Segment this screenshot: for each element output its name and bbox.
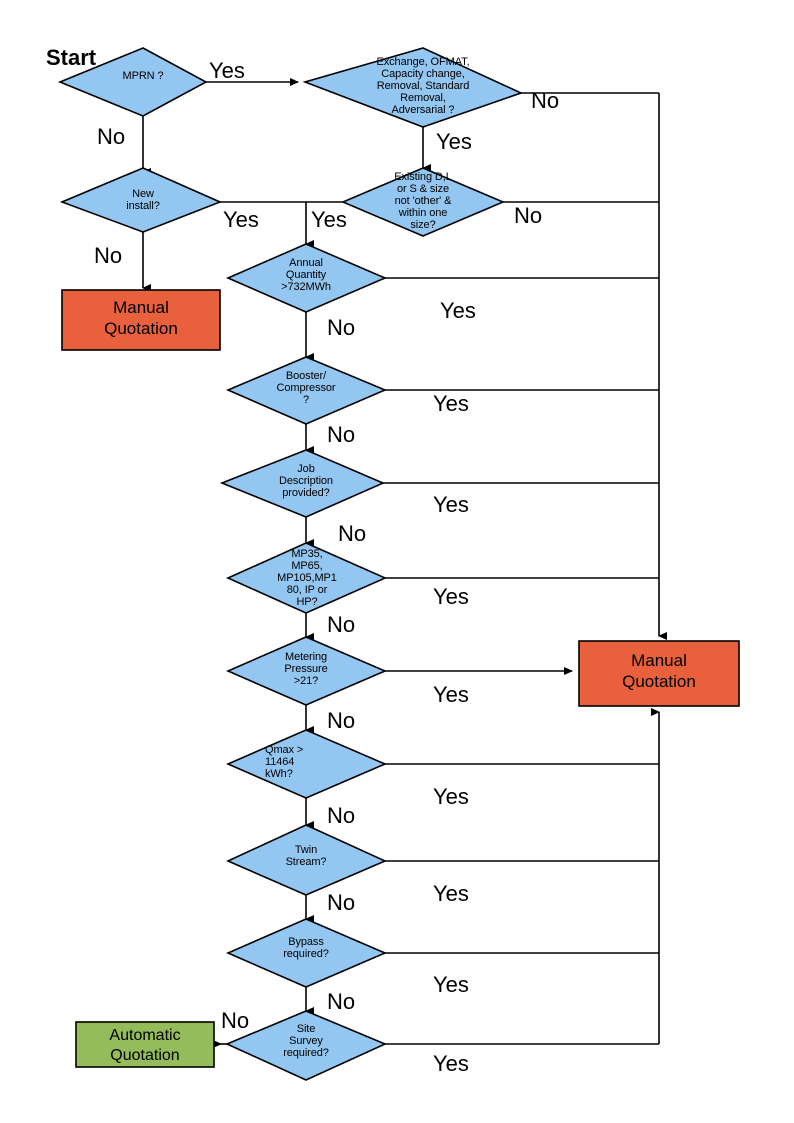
edge-label-metering-no: No — [327, 708, 356, 733]
edge-label-twin-yes: Yes — [433, 881, 469, 906]
edge-label-existing-yes: Yes — [311, 207, 347, 232]
edge-label-exchange-yes: Yes — [436, 129, 472, 154]
terminal-automatic-quotation[interactable] — [75, 1021, 215, 1068]
decision-booster-compressor[interactable] — [225, 356, 388, 425]
decision-existing-dls[interactable] — [340, 167, 506, 237]
terminal-manual-quotation-left[interactable] — [61, 289, 221, 351]
edge-label-site-no: No — [221, 1008, 250, 1033]
decision-exchange[interactable] — [302, 47, 524, 128]
decision-mp-class[interactable] — [226, 542, 387, 614]
terminal-manual-quotation-right[interactable] — [578, 640, 740, 707]
edge-label-qmax-no: No — [327, 803, 356, 828]
edge-label-booster-yes: Yes — [433, 391, 469, 416]
edge-label-site-yes: Yes — [433, 1051, 469, 1076]
edge-label-job-no: No — [338, 521, 367, 546]
edge-label-annual-no: No — [327, 315, 356, 340]
decision-qmax[interactable] — [225, 729, 388, 799]
edge-label-annual-yes: Yes — [440, 298, 476, 323]
decision-bypass-required[interactable] — [225, 918, 388, 988]
edge-label-bypass-yes: Yes — [433, 972, 469, 997]
decision-twin-stream[interactable] — [226, 824, 387, 896]
edge-label-metering-yes: Yes — [433, 682, 469, 707]
edge-label-mp-yes: Yes — [433, 584, 469, 609]
edge-label-qmax-yes: Yes — [433, 784, 469, 809]
edge-label-new-install-yes: Yes — [223, 207, 259, 232]
terminal-shapes — [61, 289, 740, 1068]
connector-group — [142, 78, 667, 1048]
edge-label-new-install-no: No — [94, 243, 123, 268]
decision-shapes — [57, 47, 524, 1081]
decision-new-install[interactable] — [59, 167, 223, 233]
edge-label-existing-no: No — [514, 203, 543, 228]
edge-label-job-yes: Yes — [433, 492, 469, 517]
decision-metering-pressure[interactable] — [225, 636, 388, 706]
edge-label-exchange-no: No — [531, 88, 560, 113]
decision-job-description[interactable] — [219, 449, 386, 518]
decision-annual-quantity[interactable] — [225, 243, 388, 313]
page-title: Start — [46, 45, 97, 70]
decision-mprn[interactable] — [57, 47, 208, 117]
edge-label-mp-no: No — [327, 612, 356, 637]
edge-label-mprn-yes: Yes — [209, 58, 245, 83]
edge-label-booster-no: No — [327, 422, 356, 447]
decision-site-survey[interactable] — [225, 1010, 387, 1081]
edge-label-mprn-no: No — [97, 124, 126, 149]
edge-label-bypass-no: No — [327, 989, 356, 1014]
edge-label-twin-no: No — [327, 890, 356, 915]
